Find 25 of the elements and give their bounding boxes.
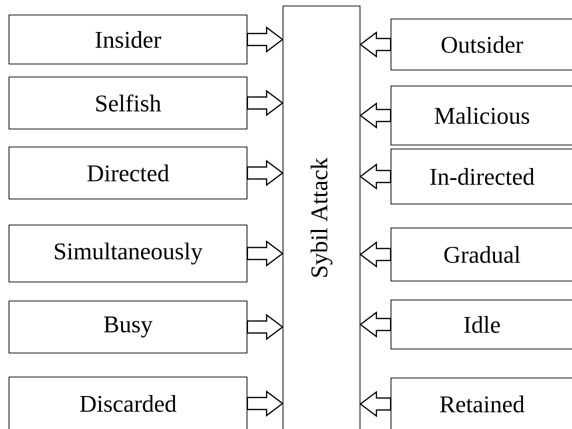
category-box: Gradual: [390, 228, 572, 282]
category-box: In-directed: [390, 148, 572, 204]
category-box: Malicious: [390, 86, 572, 146]
block-arrow: [246, 160, 284, 186]
center-box: Sybil Attack: [282, 6, 360, 429]
block-arrow: [359, 390, 392, 418]
block-arrow: [359, 31, 392, 58]
block-arrow: [359, 163, 392, 190]
category-box: Simultaneously: [8, 224, 248, 282]
category-box: Retained: [390, 378, 572, 429]
category-box: Insider: [8, 14, 248, 64]
block-arrow: [246, 390, 284, 417]
block-arrow: [246, 90, 284, 116]
block-arrow: [246, 314, 284, 340]
block-arrow: [246, 240, 284, 267]
block-arrow: [359, 102, 392, 129]
category-box: Selfish: [8, 76, 248, 130]
category-box: Idle: [390, 300, 572, 350]
category-box: Outsider: [390, 18, 572, 70]
category-box: Directed: [8, 146, 248, 200]
block-arrow: [359, 241, 392, 268]
block-arrow: [246, 26, 284, 53]
category-box: Discarded: [8, 376, 248, 429]
category-box: Busy: [8, 300, 248, 354]
block-arrow: [359, 311, 392, 338]
